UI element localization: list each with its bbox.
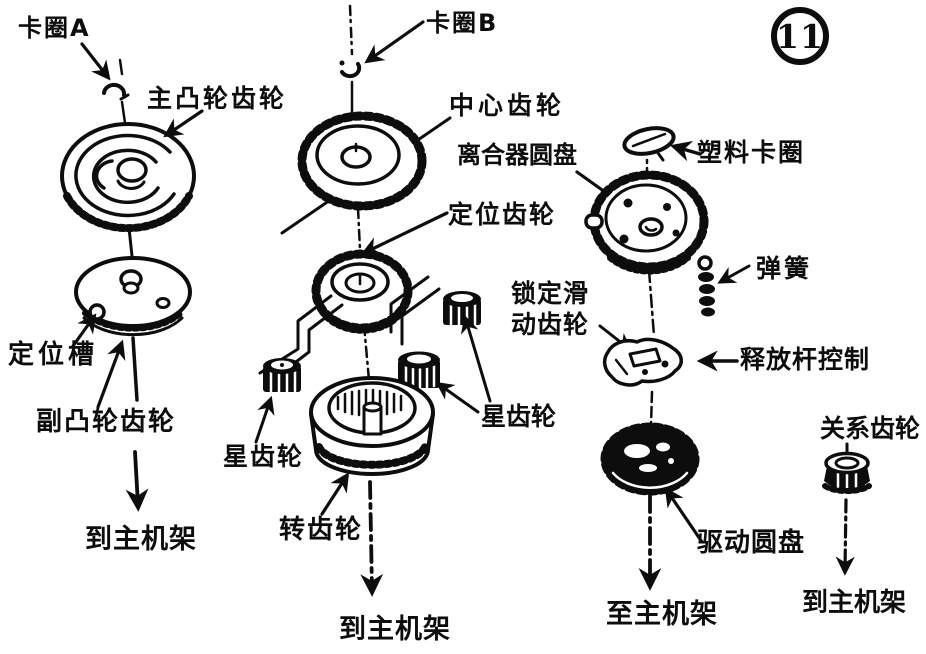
drive-disc-teeth [600,422,700,496]
star-gear-right-pointer-arrow [435,381,480,414]
star-gear-right-pointer-arrow [460,314,492,403]
label-plastic-clip: 塑料卡圈 [697,138,806,167]
star-gear-middle-part [398,351,440,389]
label-locking-sliding-gear-line2: 动齿轮 [511,309,590,339]
plastic-clip-pointer-arrow [669,141,702,162]
cam-spiral-groove [74,133,176,218]
clutch-disc-center-hook [644,225,658,232]
locking-sliding-gear-slot [628,347,662,368]
label-relation-gear: 关系齿轮 [820,414,921,443]
relation-gear-bottom-teeth [822,483,872,495]
relation-gear-hole [834,456,860,470]
cam-spiral-groove [94,159,114,190]
clip-b-part-dot [339,60,345,66]
drive-disc-highlight [668,458,674,464]
cutaway-bracket-right [389,275,430,334]
turn-gear-pointer-arrow [320,472,350,516]
to-main-frame-left-arrow [125,450,149,512]
main-cam-gear-assembly-drawing [60,42,204,512]
drive-disc-part [607,429,693,489]
drive-disc-highlight [624,444,650,458]
clutch-disc-center-hole [638,217,664,237]
label-center-gear: 中心齿轮 [449,91,566,120]
center-gear-bottom-teeth [311,185,413,209]
label-clutch-disc: 离合器圆盘 [457,141,577,169]
secondary-cam-hub-inner [122,281,140,295]
positioning-gear-bottom-teeth [319,309,405,334]
axis-line [118,58,124,76]
label-star-gear-right: 星齿轮 [481,402,557,431]
cam-hub [116,157,148,183]
cam-spiral-groove [91,148,160,205]
axis-dash-line [647,268,656,338]
clip-a-pointer-arrow [80,42,111,81]
label-locking-sliding-gear: 锁定滑动齿轮 [511,279,589,340]
relation-gear-drawing [822,442,872,576]
label-locking-sliding-gear-line1: 锁定滑 [511,279,590,308]
clutch-disc-hole [623,198,633,208]
axis-line [131,336,139,402]
clutch-disc-tab [584,213,604,230]
secondary-cam-hole [155,297,171,309]
label-secondary-cam-gear: 副凸轮齿轮 [36,407,177,437]
plastic-clip-detail [656,151,665,162]
clutch-assembly-drawing [575,126,751,591]
label-to-main-frame-middle: 到主机架 [339,614,451,645]
clip-a-part-tail [119,93,130,101]
cam-hub-groove [116,179,146,190]
plastic-clip-detail [631,132,667,148]
star-gear-left-pointer-arrow [254,395,275,444]
spring-pointer-arrow [717,264,751,284]
axis-dash-line [356,206,362,252]
locking-sliding-gear-dot [642,369,648,375]
label-clip-a: 卡圈A [18,14,91,42]
turn-gear-dotted-band [315,443,429,469]
clutch-disc-hole [672,229,680,237]
drive-disc-highlight [639,464,657,472]
positioning-slot-pointer-arrow [71,313,97,348]
to-main-frame-middle-arrow [360,480,384,597]
drive-disc-pointer-arrow [664,487,704,544]
positioning-gear-pointer-arrow [360,211,449,255]
drive-disc-rim-line [611,471,689,489]
clip-b-pointer-arrow [364,20,425,64]
label-positioning-gear: 定位齿轮 [448,200,557,229]
center-gear-assembly-drawing [254,4,492,597]
locking-sliding-gear-detail [614,358,629,376]
label-release-lever-control: 释放杆控制 [740,345,871,374]
axis-line [127,226,134,258]
drive-disc-highlight [656,442,670,452]
clutch-disc-hole [619,234,629,244]
label-to-main-frame-center: 至主机架 [606,599,718,630]
label-drive-disc: 驱动圆盘 [697,528,806,558]
label-positioning-slot: 定位槽 [8,340,99,370]
label-star-gear-left: 星齿轮 [223,442,305,471]
clip-a-part [102,83,127,97]
axis-dash-line [362,323,371,382]
axis-dash-line [348,4,354,56]
clutch-disc-hole [663,203,671,211]
star-gear-right-part [443,291,481,327]
clip-b-part [340,62,362,79]
main-cam-gear-pointer-arrow [163,109,204,138]
to-main-frame-right-arrow [835,498,855,576]
figure-number-badge: 11 [771,7,829,65]
turn-gear-hub-top [362,401,383,413]
secondary-cam-gear-pointer-arrow [96,339,126,409]
spring-part [697,255,715,317]
label-spring: 弹簧 [756,254,813,283]
label-to-main-frame-left: 到主机架 [85,524,197,555]
star-gear-left-part [263,358,301,394]
cutaway-bracket-right [400,287,441,346]
locking-sliding-gear-dot [661,360,669,368]
label-turn-gear: 转齿轮 [279,515,364,545]
axis-dash-line [649,390,654,428]
label-to-main-frame-right: 到主机架 [802,588,907,618]
label-clip-b: 卡圈B [426,9,499,37]
label-main-cam-gear: 主凸轮齿轮 [147,84,288,113]
